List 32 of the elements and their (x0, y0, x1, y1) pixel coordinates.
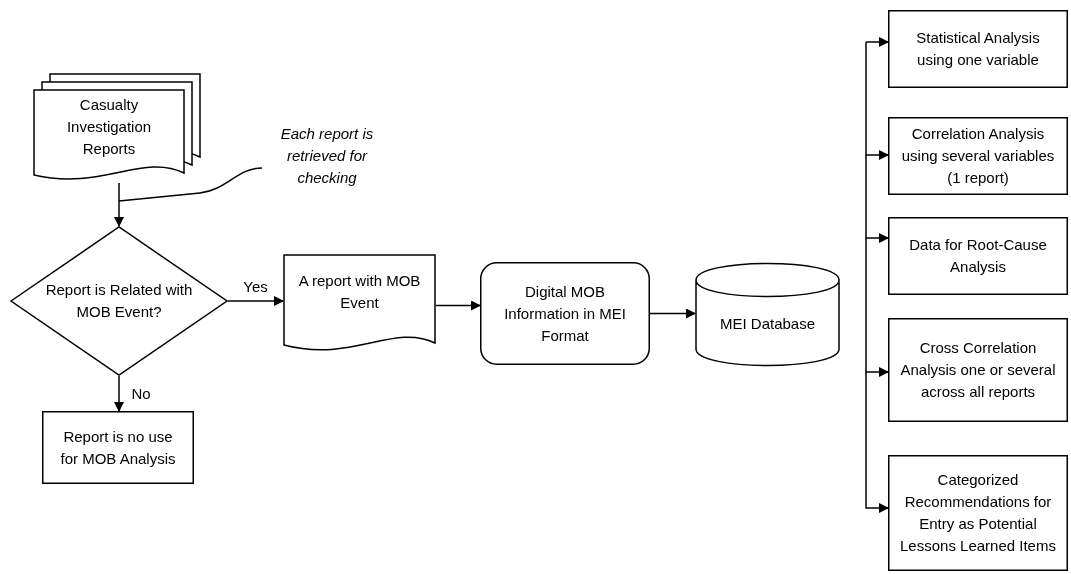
leader-line (118, 167, 263, 202)
node-label: Report is no use for MOB Analysis (59, 426, 177, 469)
node-label: Casualty Investigation Reports (65, 95, 153, 159)
process-box (888, 217, 1068, 295)
arrow (114, 375, 124, 412)
node-label: Correlation Analysis using several variables (1 report) (900, 124, 1056, 188)
process-box (42, 411, 194, 484)
rounded-box (480, 262, 650, 365)
arrow (227, 296, 284, 306)
arrow (865, 237, 889, 377)
node-label: Data for Root-Cause Analysis (908, 235, 1048, 277)
node-label: A report with MOB Event (297, 271, 422, 313)
node-label: Cross Correlation Analysis one or several across all reports (900, 338, 1056, 402)
arrow (865, 371, 889, 513)
node-label: Report is Related with MOB Event? (44, 280, 194, 322)
annotation-label: Each report is retrieved for checking (279, 124, 375, 188)
process-box (888, 318, 1068, 422)
database-cylinder (695, 262, 840, 367)
arrow (435, 300, 481, 311)
node-label: Digital MOB Information in MEI Format (503, 281, 627, 346)
decision-diamond (10, 226, 228, 376)
arrow (865, 154, 889, 243)
node-label: Statistical Analysis using one variable (915, 28, 1041, 70)
arrow (114, 182, 124, 227)
arrow (865, 37, 889, 47)
arrow (649, 308, 696, 319)
node-label: MEI Database (719, 313, 815, 334)
node-label: Categorized Recommendations for Entry as Potential Lessons Learned Items (900, 470, 1056, 556)
arrow (865, 41, 889, 160)
process-box (888, 455, 1068, 571)
process-box (888, 117, 1068, 195)
process-box (888, 10, 1068, 88)
